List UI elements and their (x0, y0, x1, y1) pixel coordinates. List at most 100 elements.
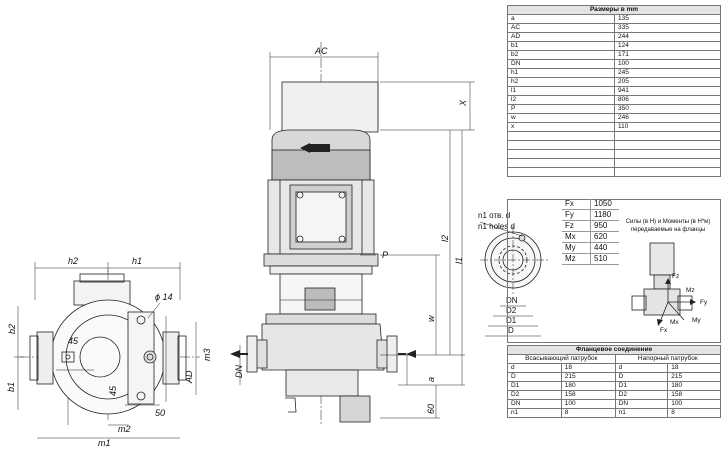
force-label: Mz (562, 253, 591, 265)
dim-value: 124 (614, 41, 721, 51)
dim-param: h1 (507, 68, 615, 78)
suction-param: D (507, 372, 562, 382)
dim-param: a (507, 14, 615, 24)
force-label: My (562, 242, 591, 254)
dim-param: l2 (507, 95, 615, 105)
empty-cell (614, 131, 721, 141)
discharge-param: n1 (614, 408, 669, 418)
dim-param: l1 (507, 86, 615, 96)
dim-value: 806 (614, 95, 721, 105)
flange-table-title: Фланцевое соединение (507, 345, 721, 355)
label-a: a (426, 377, 436, 382)
label-Mx: Mx (670, 319, 679, 326)
suction-value: 180 (560, 381, 616, 391)
top-view (14, 262, 200, 439)
empty-cell (614, 158, 721, 168)
label-l1: l1 (454, 257, 464, 264)
empty-row (507, 149, 721, 159)
flange-view (479, 221, 548, 337)
force-label: Fx (562, 199, 591, 210)
force-label: Fy (562, 209, 591, 221)
force-label: Fz (562, 220, 591, 232)
label-flange-holes-en: n1 holes d (478, 222, 515, 231)
suction-param: D1 (507, 381, 562, 391)
dim-value: 245 (614, 68, 721, 78)
discharge-param: D (614, 372, 669, 382)
dim-param: w (507, 113, 615, 123)
dim-value: 100 (614, 59, 721, 69)
label-flange-D1: D1 (506, 316, 517, 325)
label-Fy: Fy (700, 299, 708, 306)
label-AD: AD (184, 370, 194, 384)
discharge-header: Напорный патрубок (614, 354, 722, 364)
dim-value: 171 (614, 50, 721, 60)
label-50: 50 (155, 408, 165, 418)
dim-param: AD (507, 32, 615, 42)
empty-cell (507, 158, 615, 168)
force-value: 620 (590, 231, 619, 243)
label-h1: h1 (132, 256, 142, 266)
empty-cell (507, 140, 615, 150)
dim-value: 135 (614, 14, 721, 24)
discharge-param: DN (614, 399, 669, 409)
force-value: 950 (590, 220, 619, 232)
label-P: P (382, 250, 388, 260)
label-h2: h2 (68, 256, 78, 266)
label-flange-D2: D2 (506, 306, 517, 315)
empty-row (507, 140, 721, 150)
label-l2: l2 (440, 235, 450, 242)
label-45-top: 45 (68, 336, 79, 346)
dim-param: AC (507, 23, 615, 33)
discharge-value: 180 (667, 381, 721, 391)
empty-cell (614, 140, 721, 150)
dimensions-table-title: Размеры в mm (507, 5, 721, 15)
discharge-value: 158 (667, 390, 721, 400)
suction-param: d (507, 363, 562, 373)
discharge-value: 8 (667, 408, 721, 418)
dim-value: 110 (614, 122, 721, 132)
label-phi14: ϕ 14 (155, 292, 173, 302)
force-diagram (631, 242, 696, 326)
dim-param: h2 (507, 77, 615, 87)
label-AC: AC (314, 46, 328, 56)
flange-table: Фланцевое соединение Всасывающий патрубо… (507, 345, 722, 418)
label-Fx: Fx (660, 327, 668, 334)
label-m1: m1 (98, 438, 111, 448)
empty-row (507, 167, 721, 177)
forces-note: Силы (в Н) и Моменты (в Н*м) передаваемы… (625, 219, 711, 233)
label-w: w (426, 315, 436, 322)
dim-param: x (507, 122, 615, 132)
suction-header: Всасывающий патрубок (507, 354, 616, 364)
dim-param: P (507, 104, 615, 114)
dim-value: 246 (614, 113, 721, 123)
dim-param: b1 (507, 41, 615, 51)
discharge-value: 18 (667, 363, 721, 373)
label-My: My (692, 317, 701, 324)
force-value: 1050 (590, 199, 619, 210)
empty-cell (507, 149, 615, 159)
suction-value: 158 (560, 390, 616, 400)
force-value: 1180 (590, 209, 619, 221)
label-b2: b2 (7, 324, 17, 334)
force-value: 440 (590, 242, 619, 254)
label-m2: m2 (118, 424, 131, 434)
